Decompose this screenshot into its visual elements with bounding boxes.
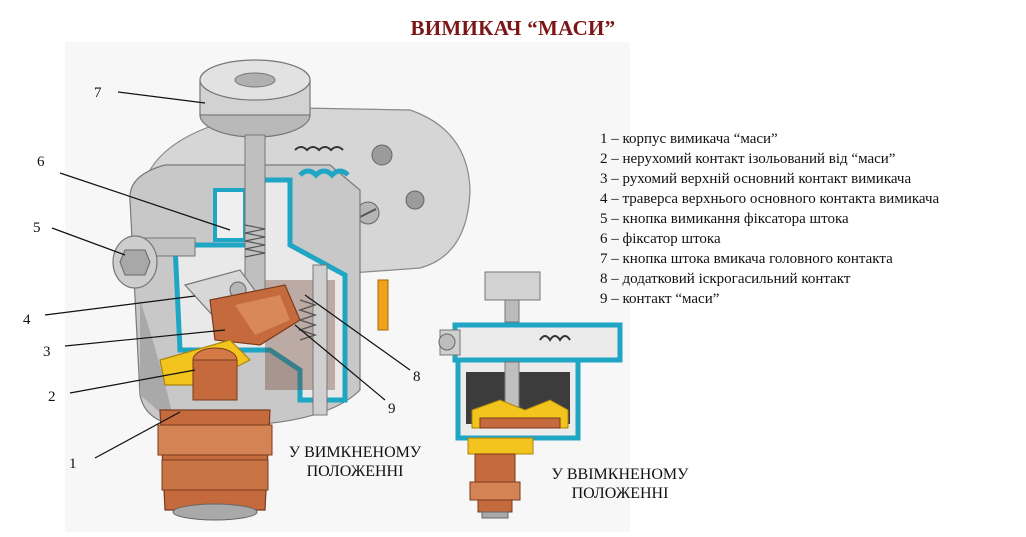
caption-off-position: У ВИМКНЕНОМУ ПОЛОЖЕННІ	[285, 443, 425, 481]
small-top-knob	[484, 271, 541, 301]
small-switch-schematic	[438, 271, 623, 519]
caption-on-line1: У ВВІМКНЕНОМУ	[551, 466, 689, 483]
flange-hole-right	[405, 190, 425, 210]
leader-4	[44, 295, 196, 316]
legend: 1 – корпус вимикача “маси” 2 – нерухомий…	[600, 129, 939, 309]
diagram-title: ВИМИКАЧ “МАСИ”	[410, 16, 616, 40]
legend-item: 2 – нерухомий контакт ізольований від “м…	[600, 151, 896, 167]
legend-item: 7 – кнопка штока вмикача головного конта…	[600, 251, 893, 267]
callout-6: 6	[37, 154, 45, 170]
callout-7: 7	[94, 85, 102, 101]
leader-6	[59, 172, 231, 231]
callout-1: 1	[69, 456, 77, 472]
stem-spring	[244, 224, 266, 258]
caption-on-position: У ВВІМКНЕНОМУ ПОЛОЖЕННІ	[540, 465, 700, 503]
small-terminal-top	[467, 437, 534, 455]
caption-off-line2: ПОЛОЖЕННІ	[306, 463, 404, 480]
legend-item: 4 – траверса верхнього основного контакт…	[600, 191, 940, 207]
leader-3	[64, 329, 226, 347]
leader-2	[69, 369, 196, 394]
callout-9: 9	[388, 401, 396, 417]
legend-item: 1 – корпус вимикача “маси”	[600, 131, 778, 147]
side-indicator	[377, 279, 389, 331]
callout-5: 5	[33, 220, 41, 236]
ground-contact-pin	[312, 264, 328, 416]
housing-shadow	[140, 300, 175, 425]
callout-4: 4	[23, 312, 31, 328]
leader-9	[294, 324, 386, 401]
caption-on-line2: ПОЛОЖЕННІ	[571, 485, 669, 502]
callout-2: 2	[48, 389, 56, 405]
legend-item: 5 – кнопка вимикання фіксатора штока	[600, 211, 849, 227]
legend-item: 6 – фіксатор штока	[600, 231, 721, 247]
leader-lines	[44, 91, 411, 459]
callout-3: 3	[43, 344, 51, 360]
small-upper-frame	[452, 322, 623, 363]
upper-cavity	[213, 188, 247, 242]
legend-item: 9 – контакт “маси”	[600, 291, 720, 307]
legend-item: 3 – рухомий верхній основний контакт вим…	[600, 171, 912, 187]
flange-hole-top	[371, 144, 393, 166]
leader-1	[94, 411, 181, 459]
caption-off-line1: У ВИМКНЕНОМУ	[288, 444, 422, 461]
callout-8: 8	[413, 369, 421, 385]
main-switch-cutaway	[112, 59, 471, 521]
latch-spring	[294, 146, 344, 152]
terminal-nut	[157, 424, 273, 456]
leader-7	[117, 91, 206, 104]
leader-5	[51, 227, 126, 256]
leader-8	[304, 294, 411, 371]
spark-spring	[297, 299, 318, 341]
legend-item: 8 – додатковий іскрогасильний контакт	[600, 271, 851, 287]
